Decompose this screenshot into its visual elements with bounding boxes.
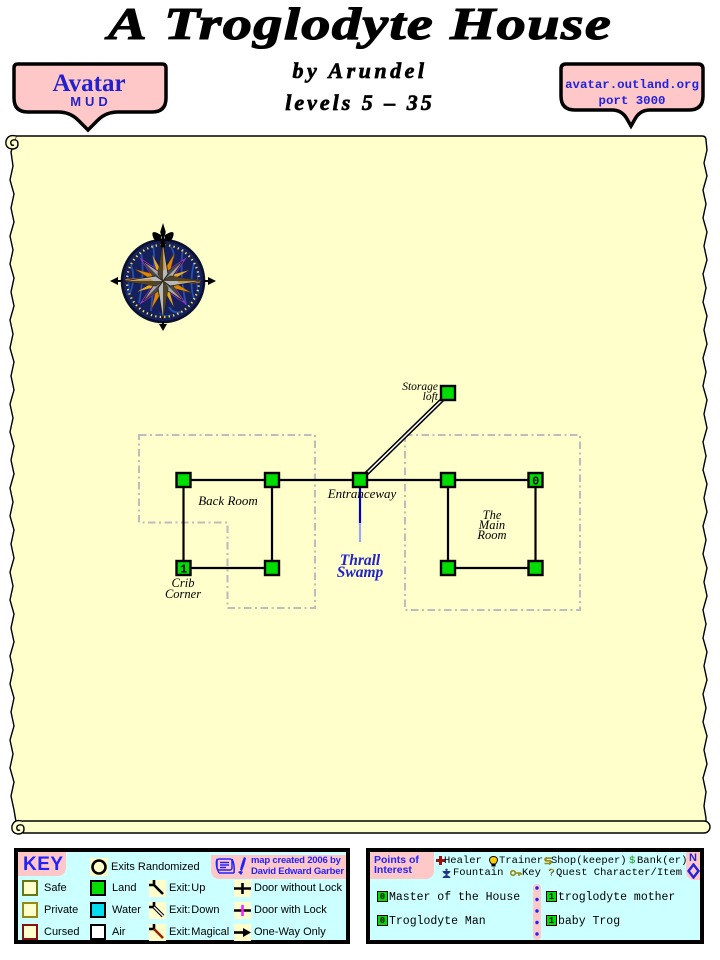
svg-text:1: 1 <box>180 563 187 577</box>
svg-text:port 3000: port 3000 <box>599 94 666 108</box>
svg-text:MUD: MUD <box>70 94 112 109</box>
svg-text:0: 0 <box>532 475 539 489</box>
svg-text:avatar.outland.org: avatar.outland.org <box>565 78 699 92</box>
svg-text:Avatar: Avatar <box>52 70 125 97</box>
